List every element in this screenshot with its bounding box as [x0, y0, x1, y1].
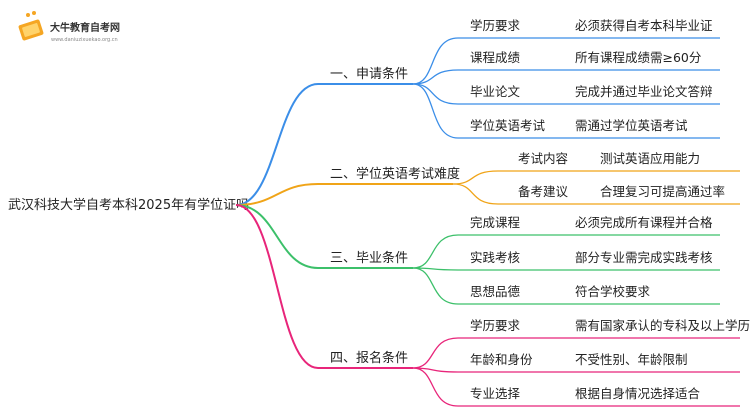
leaf-value: 必须完成所有课程并合格	[575, 215, 713, 230]
leaf-connector	[412, 367, 459, 407]
root-topic: 武汉科技大学自考本科2025年有学位证吗	[8, 197, 249, 213]
leaf-key: 完成课程	[470, 215, 521, 230]
leaf-value: 不受性别、年龄限制	[575, 352, 688, 367]
leaf-key: 学历要求	[470, 18, 521, 33]
leaf-value: 所有课程成绩需≥60分	[575, 50, 701, 65]
leaf-value: 完成并通过毕业论文答辩	[575, 84, 713, 99]
leaf-key: 备考建议	[518, 184, 569, 199]
branches: 一、申请条件学历要求必须获得自考本科毕业证课程成绩所有课程成绩需≥60分毕业论文…	[330, 18, 750, 401]
connectors	[235, 37, 740, 407]
leaf-key: 毕业论文	[470, 84, 521, 99]
leaf-connector	[412, 267, 459, 305]
leaf-key: 考试内容	[518, 151, 568, 166]
leaf-value: 根据自身情况选择适合	[575, 386, 701, 401]
book-icon	[18, 11, 44, 41]
logo-name: 大牛教育自考网	[50, 21, 120, 34]
leaf-connector	[452, 183, 499, 205]
leaf-value: 测试英语应用能力	[600, 151, 700, 166]
leaf-key: 年龄和身份	[470, 352, 533, 367]
leaf-value: 必须获得自考本科毕业证	[575, 18, 713, 33]
leaf-connector	[412, 37, 459, 85]
branch-label: 二、学位英语考试难度	[330, 166, 460, 182]
branch-connector	[235, 204, 319, 369]
leaf-value: 符合学校要求	[575, 284, 651, 299]
leaf-key: 专业选择	[470, 386, 521, 401]
leaf-connector	[452, 170, 499, 185]
leaf-connector	[412, 337, 459, 369]
leaf-connector	[412, 69, 459, 85]
leaf-key: 学位英语考试	[470, 118, 546, 133]
branch-label: 三、毕业条件	[330, 250, 408, 266]
logo-url: www.daniuzixuekao.org.cn	[51, 37, 118, 43]
leaf-value: 需通过学位英语考试	[575, 118, 688, 133]
leaf-key: 学历要求	[470, 318, 521, 333]
branch-label: 一、申请条件	[330, 66, 408, 82]
leaf-connector	[412, 234, 459, 269]
branch-connector	[235, 83, 319, 206]
branch-label: 四、报名条件	[330, 350, 408, 366]
leaf-key: 课程成绩	[470, 50, 521, 65]
leaf-connector	[412, 83, 459, 105]
site-logo: 大牛教育自考网 www.daniuzixuekao.org.cn	[18, 11, 120, 43]
leaf-connector	[412, 83, 459, 139]
leaf-key: 思想品德	[470, 284, 521, 299]
branch-connector	[235, 183, 319, 206]
leaf-key: 实践考核	[470, 250, 521, 265]
leaf-value: 需有国家承认的专科及以上学历	[575, 318, 750, 333]
leaf-value: 部分专业需完成实践考核	[575, 250, 713, 265]
branch-connector	[235, 204, 319, 269]
leaf-value: 合理复习可提高通过率	[600, 184, 725, 199]
